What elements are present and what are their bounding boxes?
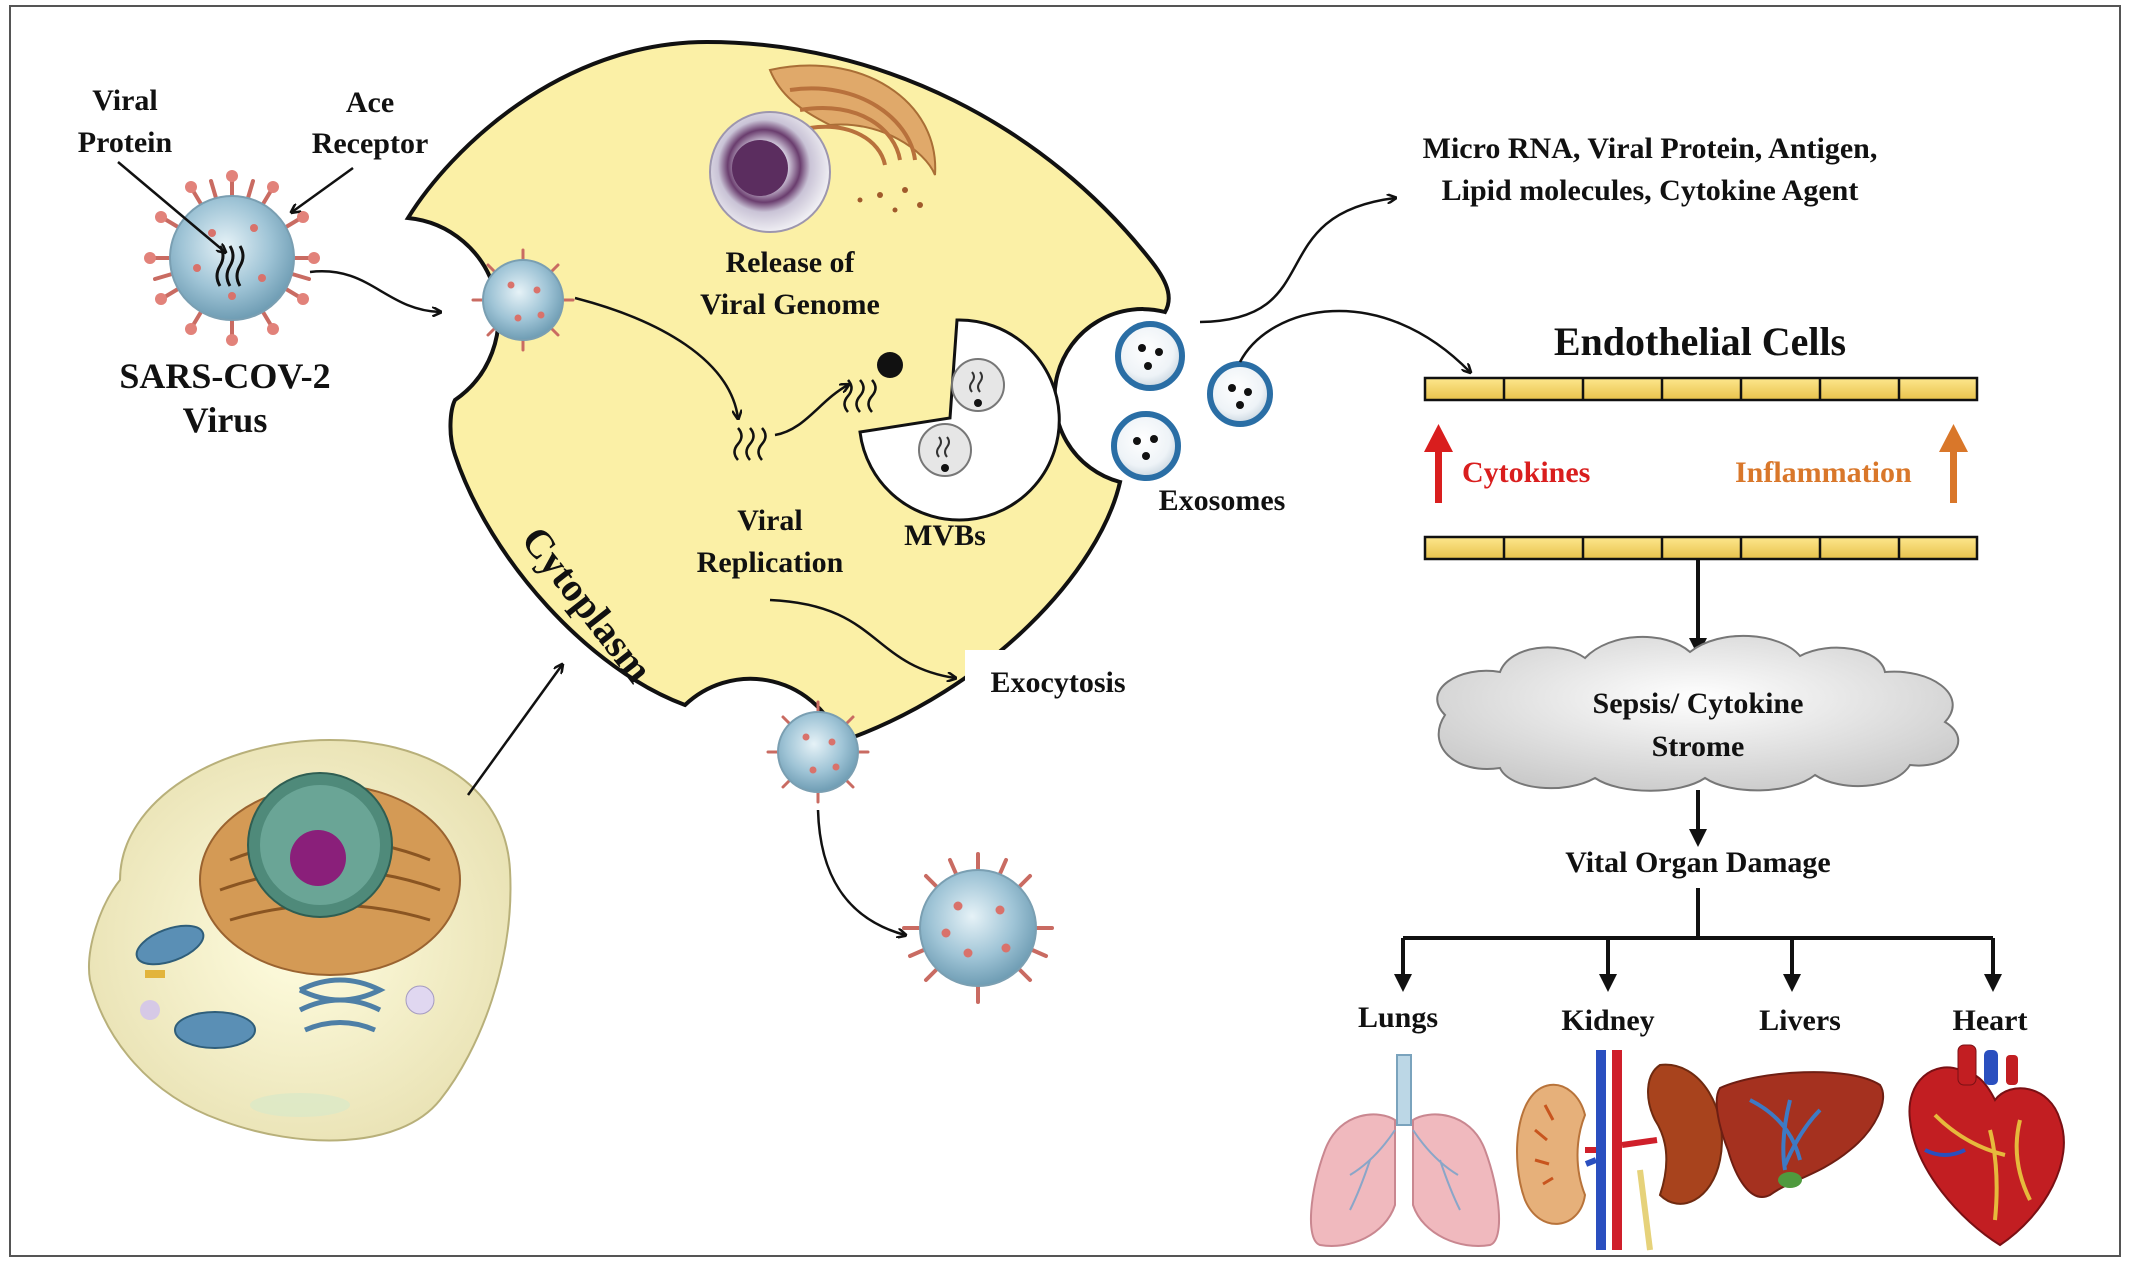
endothelial-cells-title: Endothelial Cells [1554, 319, 1846, 364]
heart-icon [1908, 1044, 2065, 1247]
viral-protein-label-1: Viral [92, 84, 158, 117]
exosome-cargo-arrow [1199, 198, 1395, 324]
viral-protein-label-2: Protein [78, 126, 173, 159]
vital-organ-damage-label: Vital Organ Damage [1565, 846, 1831, 879]
budding-virus-icon [766, 700, 870, 804]
exocytosis-box [965, 650, 1140, 712]
inflammation-label: Inflammation [1735, 456, 1912, 489]
golgi-apparatus-icon [768, 64, 937, 213]
exosome-cargo-label-1: Micro RNA, Viral Protein, Antigen, [1423, 132, 1878, 165]
release-viral-genome-label-1: Release of [725, 246, 855, 279]
entering-virus-icon [471, 248, 575, 352]
cytoplasm-pointer [466, 665, 562, 796]
mvb-icon [858, 318, 1061, 522]
released-virus-icon [902, 852, 1054, 1004]
lungs-icon [1310, 1054, 1500, 1247]
mvbs-label: MVBs [904, 519, 986, 552]
exosome-cargo-label-2: Lipid molecules, Cytokine Agent [1442, 174, 1859, 207]
ace-receptor-label-2: Receptor [312, 127, 429, 160]
exocytosis-arrow [769, 598, 955, 678]
organ-label-heart: Heart [1953, 1004, 2028, 1037]
exosomes-label: Exosomes [1159, 484, 1286, 517]
virus-name-label-2: Virus [183, 400, 268, 440]
viral-replication-label-1: Viral [737, 504, 803, 537]
kidney-icon [1516, 1050, 1723, 1251]
ace-receptor-pointer [292, 166, 354, 212]
organ-branch-connectors [1394, 888, 2002, 992]
entry-arrow [309, 270, 440, 312]
sars-cov-2-virus-icon [144, 170, 320, 346]
viral-rna-icon [733, 379, 877, 461]
endothelium-bottom-layer [1423, 535, 1979, 561]
release-arrow [816, 809, 905, 935]
sepsis-label-1: Sepsis/ Cytokine [1593, 687, 1804, 720]
release-viral-genome-label-2: Viral Genome [700, 288, 880, 321]
exocytosis-label: Exocytosis [991, 666, 1126, 699]
organ-label-kidney: Kidney [1561, 1004, 1654, 1037]
nucleus-icon [709, 111, 831, 233]
organ-label-lungs: Lungs [1358, 1001, 1438, 1034]
figure-frame [9, 5, 2121, 1257]
organ-label-livers: Livers [1759, 1004, 1841, 1037]
viral-replication-label-2: Replication [697, 546, 844, 579]
liver-icon [1715, 1071, 1885, 1198]
host-cell-body [404, 39, 1171, 745]
endothelium-top-layer [1423, 376, 1979, 402]
exosome-endothelium-arrow [1238, 309, 1470, 372]
genome-release-arrow [574, 296, 738, 418]
cytokines-label: Cytokines [1462, 456, 1590, 489]
sepsis-label-2: Strome [1652, 730, 1745, 763]
sepsis-cloud [1436, 635, 1960, 792]
virus-name-label-1: SARS-COV-2 [119, 356, 330, 396]
cytokines-increase-icon [1424, 424, 1453, 503]
replication-arrow [774, 385, 848, 437]
animal-cell-illustration [88, 738, 512, 1142]
exosome-icons [1111, 321, 1273, 481]
inflammation-increase-icon [1939, 424, 1968, 503]
ace-receptor-label-1: Ace [346, 86, 394, 119]
viral-particle-dot [877, 352, 903, 378]
viral-protein-pointer [117, 161, 225, 252]
